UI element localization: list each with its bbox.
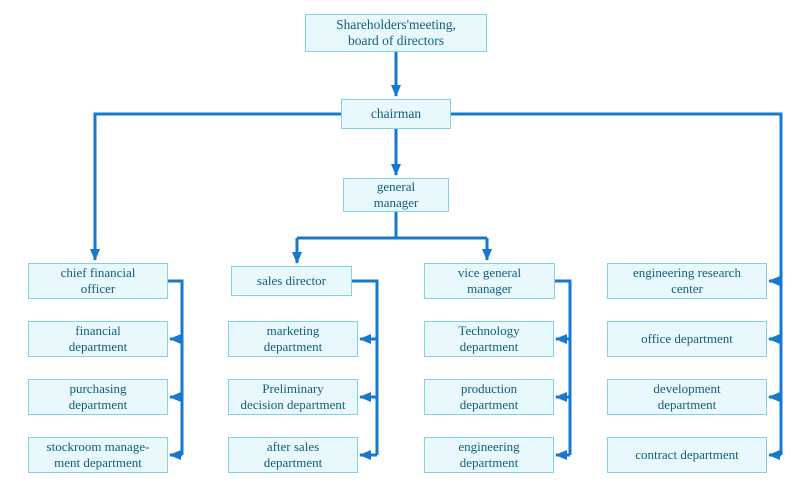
node-after-sales-department: after sales department bbox=[228, 437, 358, 473]
node-sales-director: sales director bbox=[231, 266, 352, 296]
node-production-department: production department bbox=[424, 379, 554, 415]
node-financial-department: financial department bbox=[28, 321, 168, 357]
node-chief-financial-officer: chief financial officer bbox=[28, 263, 168, 299]
connector-cfo-trunk bbox=[168, 279, 184, 455]
connector-chairman-cfo bbox=[90, 112, 341, 261]
node-contract-department: contract department bbox=[607, 437, 767, 473]
node-marketing-department: marketing department bbox=[228, 321, 358, 357]
node-engineering-department: engineering department bbox=[424, 437, 554, 473]
node-general-manager: general manager bbox=[343, 178, 449, 212]
node-engineering-research-center: engineering research center bbox=[607, 263, 767, 299]
node-chairman: chairman bbox=[341, 99, 451, 129]
node-stockroom-management-department: stockroom manage- ment department bbox=[28, 437, 168, 473]
node-preliminary-decision-department: Preliminary decision department bbox=[228, 379, 358, 415]
node-technology-department: Technology department bbox=[424, 321, 554, 357]
connector-vgm-trunk bbox=[555, 279, 572, 455]
node-shareholders-meeting: Shareholders'meeting, board of directors bbox=[305, 14, 487, 52]
node-purchasing-department: purchasing department bbox=[28, 379, 168, 415]
node-development-department: development department bbox=[607, 379, 767, 415]
connector-sales-trunk bbox=[352, 279, 379, 455]
node-vice-general-manager: vice general manager bbox=[424, 263, 555, 299]
node-office-department: office department bbox=[607, 321, 767, 357]
connector-chairman-right-trunk bbox=[451, 112, 783, 455]
